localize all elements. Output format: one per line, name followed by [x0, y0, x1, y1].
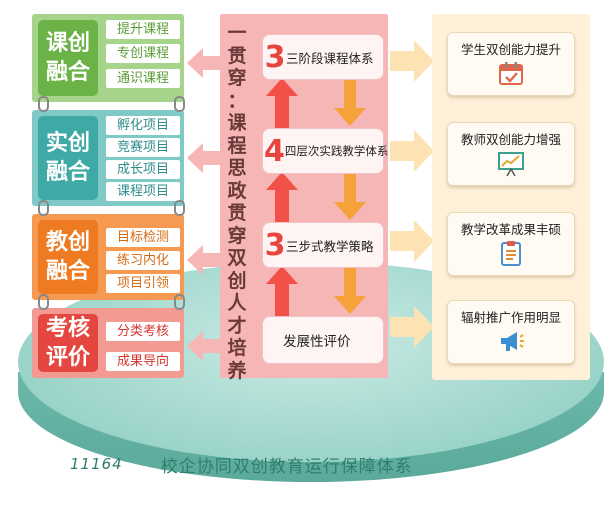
center-box-number: 4	[264, 133, 285, 169]
calendar-check-icon	[499, 62, 523, 85]
binder-ring	[174, 200, 185, 216]
block-title-line: 融合	[45, 160, 90, 185]
arrow-left-icon	[187, 245, 223, 275]
arrow-left-icon	[187, 143, 223, 173]
block-item: 提升课程	[106, 20, 180, 39]
result-card-label: 学生双创能力提升	[460, 42, 561, 57]
platform-title: 校企协同双创教育运行保障体系	[160, 456, 413, 477]
block-item: 专创课程	[106, 44, 180, 63]
block-title-line: 课创	[45, 31, 90, 56]
block-title-line: 融合	[45, 259, 90, 284]
block-course-innovation: 课创 融合 提升课程 专创课程 通识课程	[32, 14, 184, 102]
vertical-char: 穿	[227, 67, 247, 89]
center-box-four-level-practice: 4 四层次实践教学体系	[262, 128, 388, 174]
vertical-char: 双	[227, 247, 247, 269]
result-card-label: 教师双创能力增强	[460, 132, 561, 147]
block-item: 项目引领	[106, 274, 180, 293]
block-title-line: 评价	[45, 345, 90, 370]
vertical-char: 贯	[227, 44, 247, 67]
block-item: 成长项目	[106, 160, 180, 179]
result-card-outreach: 辐射推广作用明显	[447, 300, 575, 364]
chart-board-icon	[498, 152, 524, 177]
vertical-char: 政	[227, 179, 247, 202]
arrow-up-icon	[266, 172, 298, 222]
result-card-teacher-ability: 教师双创能力增强	[447, 122, 575, 186]
arrow-down-icon	[334, 174, 366, 220]
center-box-three-stage-curriculum: 3 三阶段课程体系	[262, 34, 384, 80]
result-card-label: 辐射推广作用明显	[460, 310, 561, 325]
vertical-char: 贯	[227, 202, 247, 224]
vertical-char: 课	[227, 112, 247, 134]
center-box-number: 3	[264, 227, 286, 263]
center-box-label: 发展性评价	[283, 334, 351, 350]
binder-ring	[174, 96, 185, 112]
block-assessment: 考核 评价 分类考核 成果导向	[32, 308, 184, 378]
result-card-teaching-reform: 教学改革成果丰硕	[447, 212, 575, 276]
center-vertical-text: 一 贯 穿 ： 课 程 思 政 贯 穿 双 创 人 才 培 养	[226, 22, 248, 382]
vertical-char: ：	[227, 89, 247, 112]
block-practice-innovation: 实创 融合 孵化项目 竞赛项目 成长项目 课程项目	[32, 110, 184, 206]
arrow-up-icon	[266, 78, 298, 128]
binder-ring	[38, 294, 49, 310]
block-title-line: 融合	[45, 60, 90, 85]
block-title: 课创 融合	[38, 20, 98, 96]
block-item: 成果导向	[106, 352, 180, 371]
block-item: 课程项目	[106, 182, 180, 201]
vertical-char: 思	[227, 157, 247, 179]
vertical-char: 培	[227, 337, 247, 359]
platform-number: 11164	[70, 455, 123, 473]
arrow-up-icon	[266, 266, 298, 316]
block-title: 教创 融合	[38, 220, 98, 294]
block-item: 目标检测	[106, 228, 180, 247]
block-title-line: 实创	[45, 131, 90, 156]
block-title-line: 教创	[45, 230, 90, 255]
center-box-developmental-evaluation: 发展性评价	[262, 316, 384, 364]
result-card-student-ability: 学生双创能力提升	[447, 32, 575, 96]
arrow-left-icon	[187, 331, 223, 361]
center-box-label: 三阶段课程体系	[286, 50, 374, 66]
center-box-number: 3	[264, 39, 286, 75]
center-box-three-step-strategy: 3 三步式教学策略	[262, 222, 384, 268]
block-item: 分类考核	[106, 322, 180, 341]
block-item: 孵化项目	[106, 116, 180, 135]
center-box-label: 四层次实践教学体系	[284, 144, 389, 158]
arrow-right-icon	[390, 306, 434, 348]
block-teaching-innovation: 教创 融合 目标检测 练习内化 项目引领	[32, 214, 184, 300]
binder-ring	[174, 294, 185, 310]
platform-caption: 11164 校企协同双创教育运行保障体系	[70, 450, 570, 478]
vertical-char: 创	[227, 269, 247, 292]
vertical-char: 穿	[227, 224, 247, 247]
binder-ring	[38, 96, 49, 112]
block-item: 练习内化	[106, 251, 180, 270]
vertical-char: 人	[227, 292, 247, 314]
vertical-char: 养	[227, 359, 247, 382]
block-item: 竞赛项目	[106, 138, 180, 157]
vertical-char: 才	[227, 314, 247, 337]
vertical-char: 程	[227, 134, 247, 157]
block-title: 考核 评价	[38, 314, 98, 372]
binder-ring	[38, 200, 49, 216]
arrow-right-icon	[390, 220, 434, 262]
arrow-down-icon	[334, 268, 366, 314]
arrow-right-icon	[390, 40, 434, 82]
arrow-left-icon	[187, 48, 223, 78]
center-box-label: 三步式教学策略	[286, 238, 374, 254]
block-title: 实创 融合	[38, 116, 98, 200]
arrow-right-icon	[390, 130, 434, 172]
vertical-char: 一	[227, 22, 247, 44]
result-card-label: 教学改革成果丰硕	[460, 222, 561, 237]
block-title-line: 考核	[45, 316, 90, 341]
block-item: 通识课程	[106, 69, 180, 88]
clipboard-icon	[501, 241, 521, 266]
megaphone-icon	[501, 332, 524, 351]
arrow-down-icon	[334, 80, 366, 126]
